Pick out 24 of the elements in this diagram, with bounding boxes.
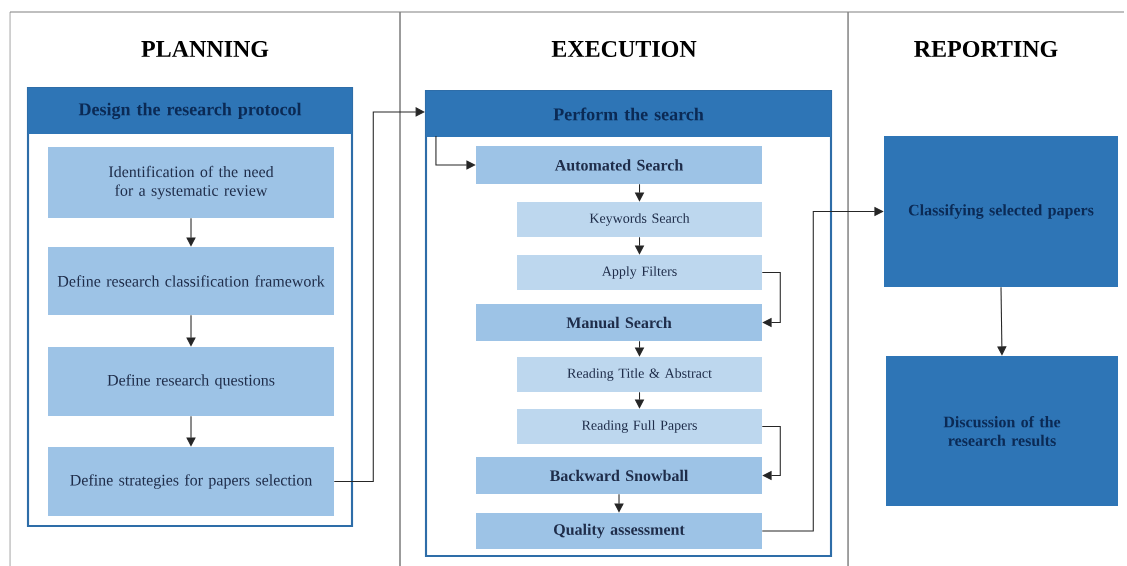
arrow [186, 314, 196, 347]
process-box: Identification of the need for a systematic review [48, 147, 334, 218]
process-box: Quality assessment [476, 513, 762, 549]
arrow [435, 135, 476, 170]
arrow [997, 286, 1007, 356]
process-box: Classifying selected papers [884, 136, 1118, 287]
process-box: Discussion of the research results [886, 356, 1118, 506]
step-box: Apply Filters [517, 255, 762, 290]
arrow [761, 271, 781, 328]
process-box: Define research questions [48, 347, 334, 416]
arrow [186, 217, 196, 247]
arrow [761, 206, 884, 532]
arrow [614, 493, 624, 513]
step-box: Keywords Search [517, 202, 762, 237]
process-box: Manual Search [476, 304, 762, 341]
process-box: Automated Search [476, 146, 762, 184]
process-box: Define strategies for papers selection [48, 447, 334, 516]
step-box: Reading Full Papers [517, 409, 762, 444]
arrow [186, 415, 196, 447]
process-box: Backward Snowball [476, 457, 762, 494]
process-box: Define research classification framework [48, 247, 334, 315]
arrow [333, 107, 425, 483]
step-box: Reading Title & Abstract [517, 357, 762, 392]
arrow [761, 425, 781, 481]
